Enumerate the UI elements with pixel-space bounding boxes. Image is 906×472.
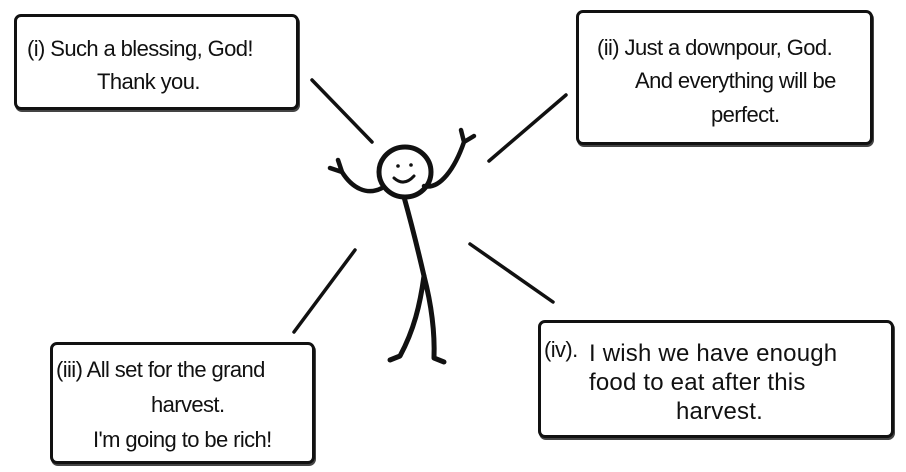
bubble-ii-line-3: perfect. [711, 102, 780, 127]
connector-line-iv [468, 242, 555, 304]
bubble-i-line-1: (i) Such a blessing, God! [27, 36, 254, 61]
connector-line-ii [487, 93, 568, 163]
figure-smile [392, 174, 416, 184]
figure-right-leg [421, 273, 447, 365]
connector-line-iii [292, 248, 357, 334]
speech-bubble-iii: (iii) All set for the grand harvest. I'm… [50, 342, 315, 464]
bubble-ii-line-2: And everything will be [635, 68, 836, 93]
bubble-iv-line-1: I wish we have enough [589, 340, 838, 367]
figure-left-leg [387, 273, 427, 363]
connector-line-i [310, 78, 374, 144]
speech-bubble-ii: (ii) Just a downpour, God. And everythin… [576, 10, 873, 145]
speech-bubble-iv: (iv). I wish we have enough food to eat … [538, 320, 894, 438]
figure-left-arm [327, 157, 385, 194]
figure-body [401, 194, 427, 279]
bubble-iii-line-2: harvest. [151, 392, 225, 417]
figure-right-arm [421, 127, 477, 189]
speech-bubble-i: (i) Such a blessing, God! Thank you. [14, 14, 299, 110]
bubble-ii-line-1: (ii) Just a downpour, God. [597, 35, 833, 60]
bubble-iii-line-3: I'm going to be rich! [93, 427, 272, 452]
bubble-iii-line-1: (iii) All set for the grand [56, 357, 265, 382]
stick-figure [327, 127, 477, 365]
bubble-iv-line-2: food to eat after this [589, 369, 806, 396]
bubble-i-line-2: Thank you. [97, 69, 200, 94]
figure-right-eye [409, 163, 413, 167]
figure-left-eye [396, 164, 400, 168]
bubble-iv-label: (iv). [544, 337, 578, 362]
bubble-iv-line-3: harvest. [676, 398, 763, 425]
figure-head [376, 144, 434, 200]
